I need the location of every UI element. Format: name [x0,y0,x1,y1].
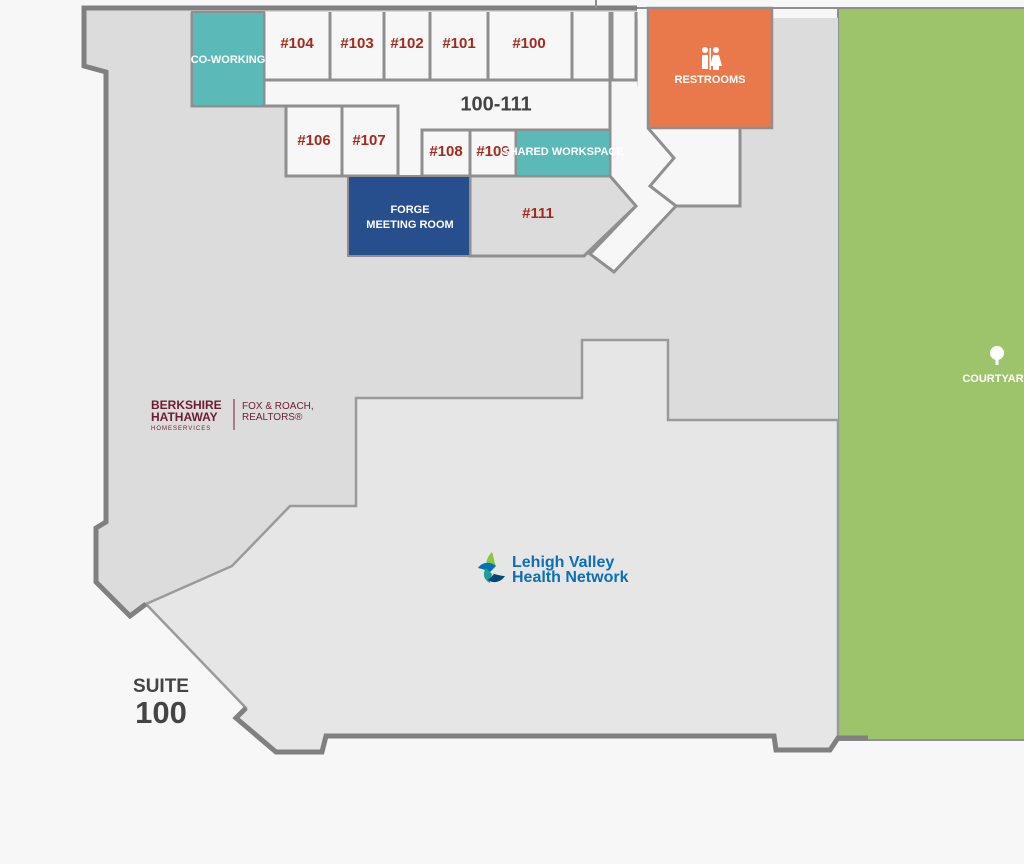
courtyard-area[interactable] [837,7,1024,741]
block-100-111-label: 100-111 [460,93,531,115]
co-working-room[interactable]: CO-WORKING [191,11,266,107]
tree-icon [990,346,1004,365]
room-109-label[interactable]: #109 [476,143,509,160]
fox-roach-line2: REALTORS® [242,412,303,423]
courtyard-label: COURTYARD [962,373,1024,385]
berkshire-line1: BERKSHIRE [151,398,222,412]
room-103-label[interactable]: #103 [340,35,373,52]
berkshire-hathaway-logo: BERKSHIRE HATHAWAY HOMESERVICES FOX & RO… [151,398,314,432]
suite-number: 100 [135,695,187,730]
lvhn-line2: Health Network [512,569,629,586]
shared-workspace-label: SHARED WORKSPACE [502,146,623,158]
outer-wall-bottom [232,706,868,755]
co-working-label: CO-WORKING [191,54,266,66]
restroom-icon [702,47,722,70]
restrooms-label: RESTROOMS [675,74,746,86]
lvhn-line1: Lehigh Valley [512,554,614,571]
lvhn-logo-icon [478,552,505,583]
fox-roach-line1: FOX & ROACH, [242,401,314,412]
berkshire-line3: HOMESERVICES [151,426,211,432]
forge-label-line1: FORGE [390,204,429,216]
suite-label: SUITE [133,676,189,697]
room-106-label[interactable]: #106 [297,132,330,149]
room-107-label[interactable]: #107 [352,132,385,149]
outer-wall [81,5,637,620]
berkshire-line2: HATHAWAY [151,410,218,424]
forge-meeting-room[interactable]: FORGE MEETING ROOM [347,175,471,257]
lvhn-logo: Lehigh Valley Health Network [478,552,629,586]
forge-label-line2: MEETING ROOM [366,219,453,231]
restrooms-room[interactable]: RESTROOMS [646,6,774,130]
shared-workspace-room[interactable]: SHARED WORKSPACE [502,129,624,177]
room-102-label[interactable]: #102 [390,35,423,52]
room-104-label[interactable]: #104 [280,35,314,52]
room-108-label[interactable]: #108 [429,143,462,160]
room-100-label[interactable]: #100 [512,35,545,52]
room-101-label[interactable]: #101 [442,35,475,52]
room-111-label[interactable]: #111 [522,205,554,222]
